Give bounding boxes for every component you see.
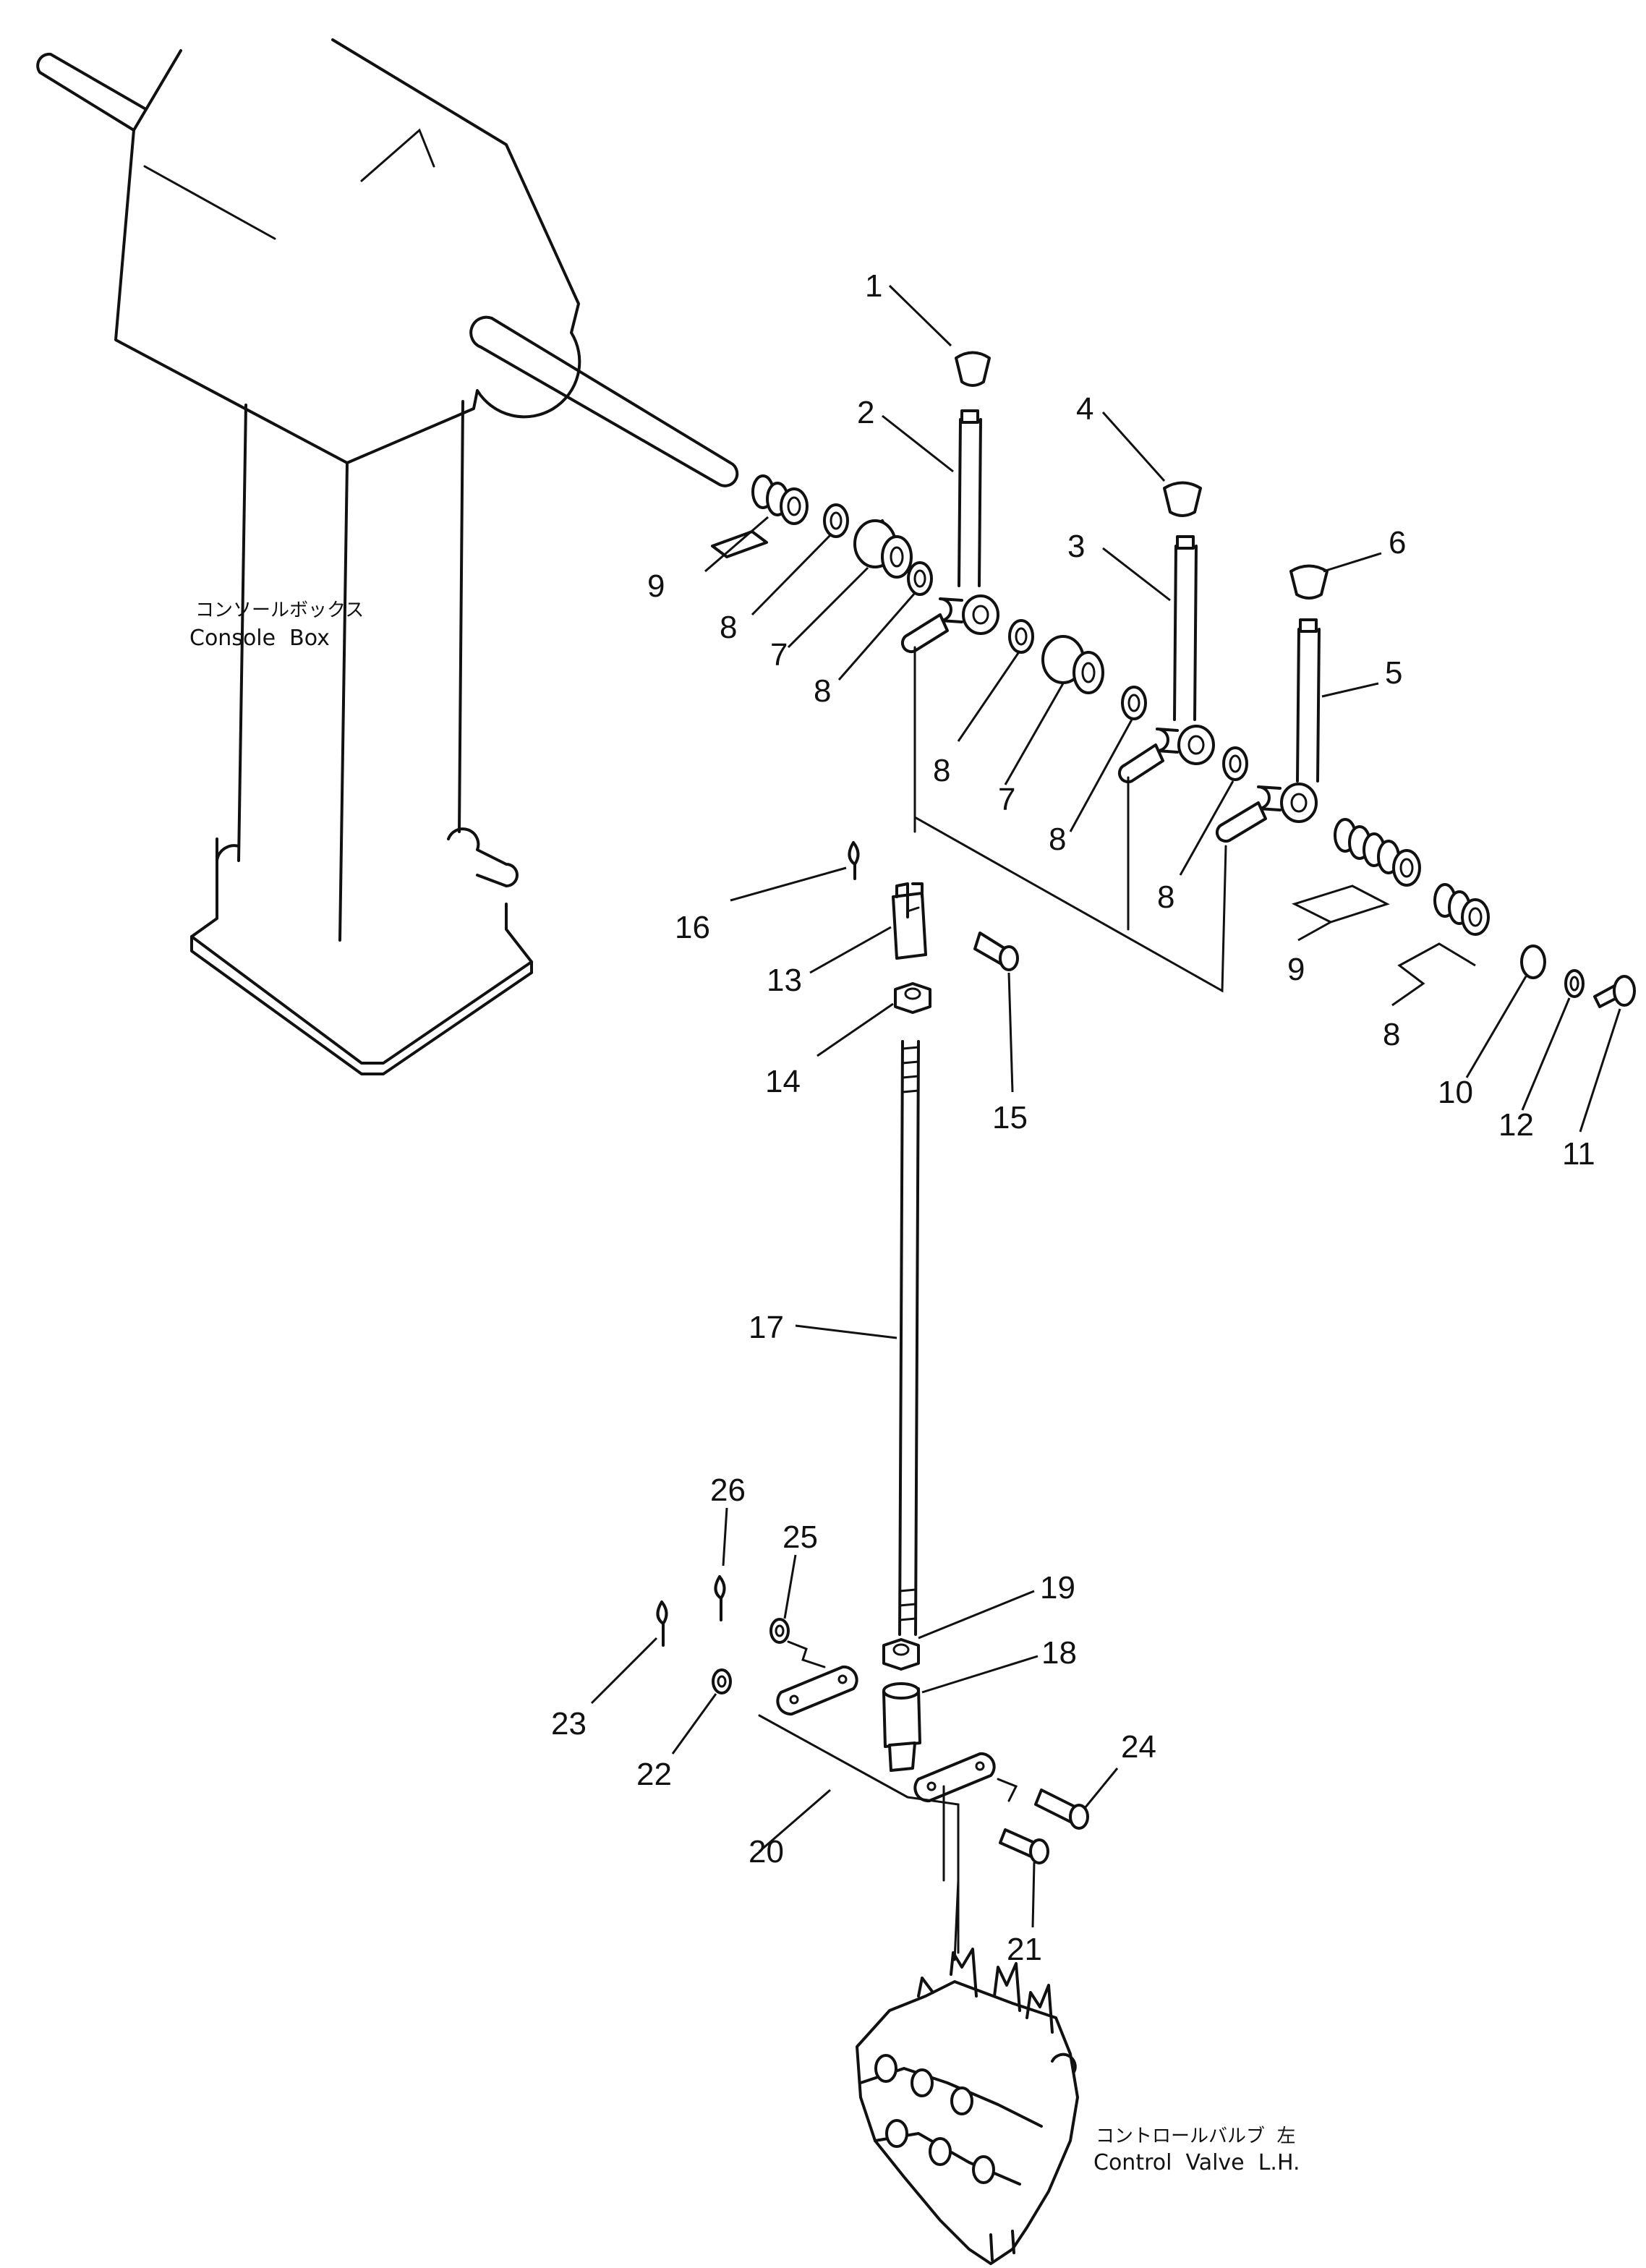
callout-17: 17: [749, 1310, 784, 1345]
callout-23: 23: [551, 1706, 587, 1742]
washer-stack-8-right: [1433, 883, 1490, 936]
callout-lines: [590, 284, 1621, 1928]
bushing-7b: [1041, 635, 1104, 694]
callout-9a: 9: [647, 568, 665, 604]
washer-stack-9-right: [1334, 818, 1421, 887]
knob-4: [1163, 481, 1202, 517]
control-valve-caption-ja: コントロールバルブ 左: [1096, 2126, 1296, 2147]
pin-26: [714, 1575, 726, 1621]
washer-10: [1520, 945, 1546, 979]
pin-24: [1034, 1789, 1089, 1830]
callout-8e: 8: [1157, 879, 1174, 915]
callout-22: 22: [636, 1757, 672, 1792]
lever-assembly: [711, 351, 1636, 1008]
joint-18: [882, 1682, 921, 1772]
washer-8a: [823, 503, 849, 538]
callout-15: 15: [992, 1100, 1028, 1135]
pin-23: [656, 1600, 668, 1647]
control-valve-caption-en: Control Valve L.H.: [1093, 2150, 1300, 2175]
callout-12: 12: [1498, 1107, 1534, 1143]
washer-25: [769, 1618, 790, 1644]
pin-15: [973, 932, 1019, 971]
callout-11: 11: [1562, 1136, 1595, 1172]
callout-25: 25: [783, 1519, 818, 1555]
callout-8c: 8: [933, 753, 950, 788]
callout-8a: 8: [720, 610, 737, 645]
callout-5: 5: [1385, 655, 1402, 691]
callout-20: 20: [749, 1834, 784, 1870]
console-box: [36, 38, 739, 1075]
washer-8c: [1008, 619, 1034, 654]
callout-6: 6: [1389, 525, 1406, 560]
control-valve: [856, 1879, 1079, 2265]
link-plate-20a: [776, 1665, 858, 1716]
washer-8e: [1222, 746, 1248, 781]
callout-8f: 8: [1383, 1017, 1400, 1052]
lockwasher-12: [1564, 969, 1585, 998]
callout-3: 3: [1067, 529, 1085, 564]
callout-21: 21: [1007, 1932, 1042, 1967]
callout-7b: 7: [998, 782, 1015, 817]
rod-17: [898, 1040, 920, 1636]
clevis-13: [892, 882, 927, 960]
callout-7a: 7: [770, 637, 788, 673]
lever-5: [1215, 618, 1321, 843]
washer-8b: [907, 561, 933, 596]
bolt-11: [1593, 975, 1636, 1008]
callout-24: 24: [1121, 1729, 1156, 1765]
callout-8d: 8: [1049, 822, 1066, 857]
callout-14: 14: [765, 1064, 801, 1099]
console-box-caption-en: Console Box: [189, 626, 330, 651]
callout-18: 18: [1041, 1635, 1077, 1671]
link-plate-20b: [913, 1752, 996, 1803]
console-box-caption-ja: コンソールボックス: [195, 600, 364, 621]
callout-numbers: 1 2 3 4 5 6 7 7 8 8 8 8 8 8 9 9 10 11 12…: [551, 268, 1595, 1967]
washer-22: [712, 1668, 732, 1694]
knob-1: [955, 351, 991, 387]
callout-2: 2: [857, 395, 874, 430]
washer-8d: [1121, 686, 1147, 720]
knob-6: [1289, 564, 1329, 600]
lever-2: [900, 409, 999, 654]
callout-9b: 9: [1287, 952, 1305, 987]
callout-13: 13: [767, 963, 802, 998]
callout-8b: 8: [814, 673, 831, 709]
callout-1: 1: [865, 268, 882, 304]
pin-16: [848, 841, 860, 880]
callout-19: 19: [1040, 1570, 1075, 1606]
captions: コンソールボックス Console Box コントロールバルブ 左 Contro…: [189, 600, 1300, 2175]
bushing-7a: [853, 519, 913, 579]
washer-stack-9-left: [711, 474, 809, 558]
callout-16: 16: [675, 910, 710, 945]
nut-19: [882, 1638, 920, 1671]
rod-assembly: [656, 841, 1089, 1954]
lever-3: [1117, 535, 1215, 784]
callout-10: 10: [1438, 1075, 1473, 1110]
callout-26: 26: [710, 1472, 746, 1508]
nut-14: [894, 982, 931, 1014]
callout-4: 4: [1076, 391, 1093, 427]
pin-21: [999, 1828, 1049, 1864]
